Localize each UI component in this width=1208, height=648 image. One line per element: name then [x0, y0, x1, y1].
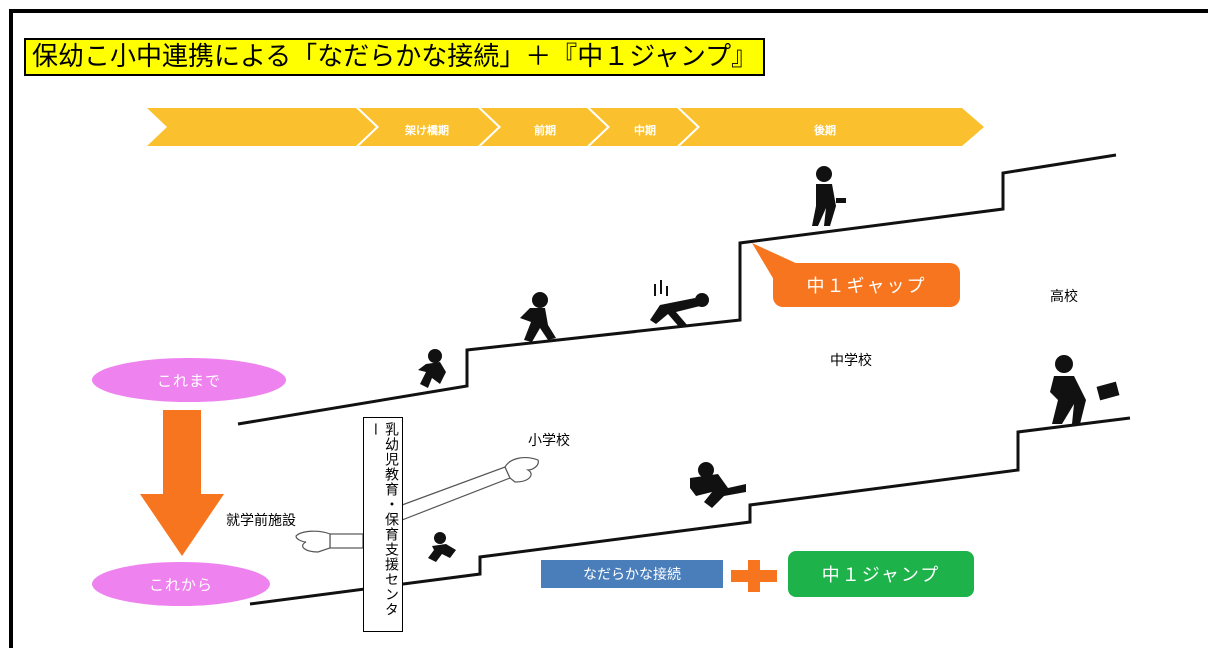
support-center-box: 乳幼児教育・保育支援センター	[363, 417, 403, 632]
hand-arrow-to-elementary	[401, 457, 539, 521]
hand-arrow-to-preschool	[295, 530, 364, 553]
plus-icon	[731, 560, 777, 592]
label-elementary: 小学校	[528, 433, 570, 449]
stage-arrows	[147, 108, 984, 146]
jump-box: 中１ジャンプ	[788, 551, 974, 597]
outer-frame	[9, 9, 1208, 648]
lower-staircase	[249, 416, 1131, 606]
stage-label-early: 前期	[534, 124, 556, 137]
stage-arrow-2	[359, 108, 498, 146]
figure-climber	[520, 292, 556, 342]
page-title: 保幼こ小中連携による「なだらかな接続」＋『中１ジャンプ』	[24, 38, 766, 76]
figure-jumper-upper	[418, 349, 446, 388]
figure-runner-middle	[690, 462, 746, 508]
gap-box: 中１ギャップ	[773, 263, 960, 307]
stage-arrow-1	[147, 108, 376, 146]
support-center-label: 乳幼児教育・保育支援センター	[367, 422, 399, 617]
before-pill: これまで	[92, 358, 286, 402]
label-preschool: 就学前施設	[226, 513, 296, 529]
stage-arrow-5	[680, 108, 984, 146]
stage-arrow-4	[590, 108, 697, 146]
stage-label-middle: 中期	[634, 124, 656, 137]
figure-businessman	[1050, 355, 1120, 424]
stage-label-late: 後期	[814, 124, 836, 137]
figure-jumper-lower	[428, 532, 456, 562]
label-junior-high: 中学校	[830, 353, 872, 369]
figure-fallen	[650, 280, 709, 328]
stage-label-bridge: 架け橋期	[405, 124, 449, 137]
after-pill: これから	[92, 562, 270, 606]
label-high-school: 高校	[1050, 289, 1078, 305]
down-arrow	[140, 410, 224, 556]
figure-walker-top	[812, 166, 846, 226]
smooth-connection-box: なだらかな接続	[541, 560, 723, 588]
upper-staircase	[237, 153, 1117, 426]
stage-arrow-3	[481, 108, 607, 146]
